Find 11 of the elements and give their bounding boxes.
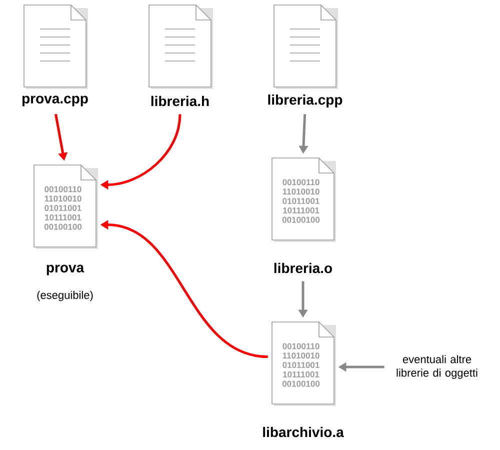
file-name: libarchivio.a [263, 426, 344, 438]
file-name: libreria.o [274, 262, 332, 274]
note-text: eventuali altre librerie di oggetti [396, 355, 478, 379]
file-name: prova.cpp [22, 96, 88, 106]
file-caption: (eseguibile) [37, 290, 93, 302]
binary-code: 00100110 11010010 01011001 10111001 00100100 [44, 186, 82, 230]
file-name: prova [46, 264, 84, 276]
file-name: libreria.h [151, 96, 209, 106]
binary-code: 00100110 11010010 01011001 10111001 00100100 [282, 343, 320, 387]
file-name: libreria.cpp [268, 94, 342, 108]
binary-code: 00100110 11010010 01011001 10111001 00100100 [282, 179, 320, 223]
